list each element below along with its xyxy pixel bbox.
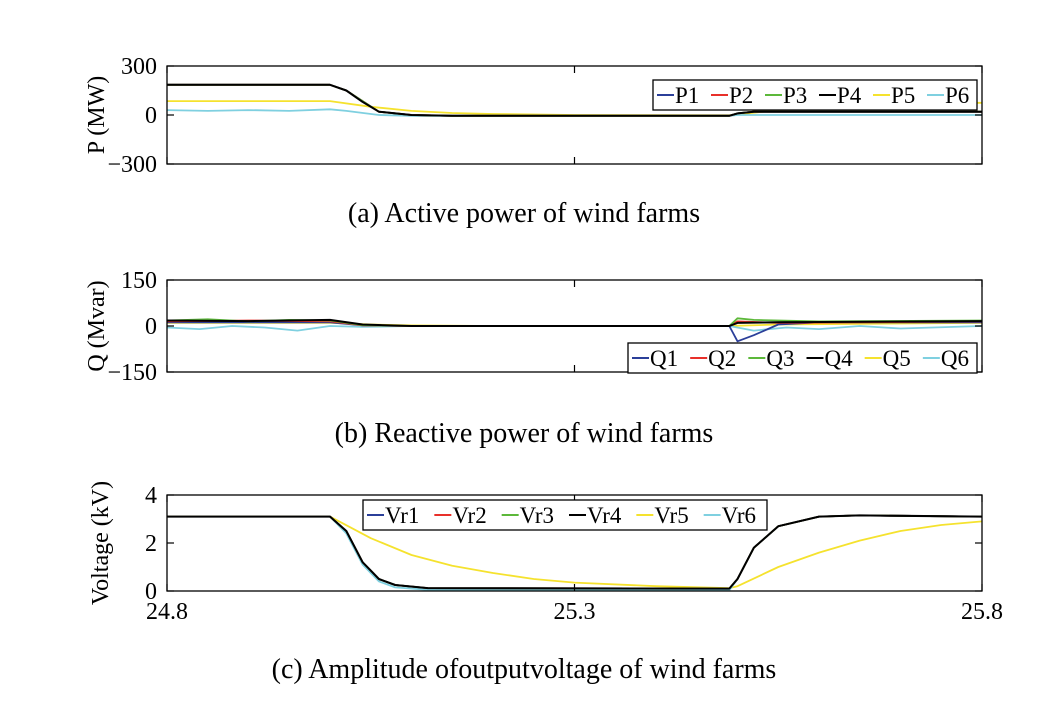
legend-label: Vr1 [385, 503, 419, 528]
legend-label: Q4 [825, 346, 854, 371]
legend-box [362, 499, 768, 531]
series-group [167, 317, 982, 343]
series-line-p4 [167, 83, 982, 117]
y-tick-label: 4 [145, 483, 157, 509]
panel-c: 4 2 024.8 25.3 25.8 Voltage (kV) (c) Amplitude… [88, 481, 1003, 685]
legend-label: Q5 [883, 346, 911, 371]
series-line-q4 [167, 318, 982, 327]
panel-caption: (c) Amplitude ofoutputvoltage of wind fa… [272, 654, 777, 685]
panel-caption: (b) Reactive power of wind farms [335, 418, 714, 449]
legend-box [627, 342, 978, 374]
y-tick-label: 0 [145, 314, 157, 340]
y-tick-label: 2 [145, 531, 157, 557]
x-tick-label: 24.8 [146, 599, 188, 625]
legend-label: Q6 [941, 346, 969, 371]
series-line-vr5 [167, 515, 982, 589]
legend: P1 P2 P3 P4 P5 P6 [652, 79, 978, 111]
series-line-vr4 [167, 514, 982, 590]
legend-box [652, 79, 978, 111]
y-tick-label: 0 [145, 103, 157, 129]
legend-label: P2 [729, 83, 753, 108]
x-tick-label: 25.3 [554, 599, 596, 625]
legend-label: Q1 [650, 346, 678, 371]
legend-label: P5 [891, 83, 915, 108]
legend-label: Q2 [708, 346, 736, 371]
y-tick-label: −150 [107, 360, 157, 386]
legend-label: Vr2 [452, 503, 486, 528]
panel-caption: (a) Active power of wind farms [348, 198, 700, 229]
x-tick-label: 25.8 [961, 599, 1003, 625]
legend-label: P4 [837, 83, 862, 108]
y-tick-label: −300 [107, 152, 157, 178]
y-tick-label: 150 [121, 268, 157, 294]
y-tick-label: 0 [145, 579, 157, 605]
legend-label: Vr5 [654, 503, 688, 528]
legend-label: P1 [675, 83, 699, 108]
series-group [167, 514, 982, 591]
y-axis-label: Q (Mvar) [84, 280, 110, 371]
legend-label: Q3 [766, 346, 794, 371]
legend-label: P3 [783, 83, 807, 108]
legend: Vr1 Vr2 Vr3 Vr4 Vr5 Vr6 [362, 499, 768, 531]
y-axis-label: Voltage (kV) [88, 481, 114, 605]
legend-label: Vr3 [520, 503, 554, 528]
y-tick-label: 300 [121, 54, 157, 80]
legend: Q1 Q2 Q3 Q4 Q5 Q6 [627, 342, 978, 374]
legend-label: Vr6 [722, 503, 756, 528]
legend-label: P6 [945, 83, 969, 108]
y-axis-label: P (MW) [84, 76, 110, 154]
legend-label: Vr4 [587, 503, 622, 528]
